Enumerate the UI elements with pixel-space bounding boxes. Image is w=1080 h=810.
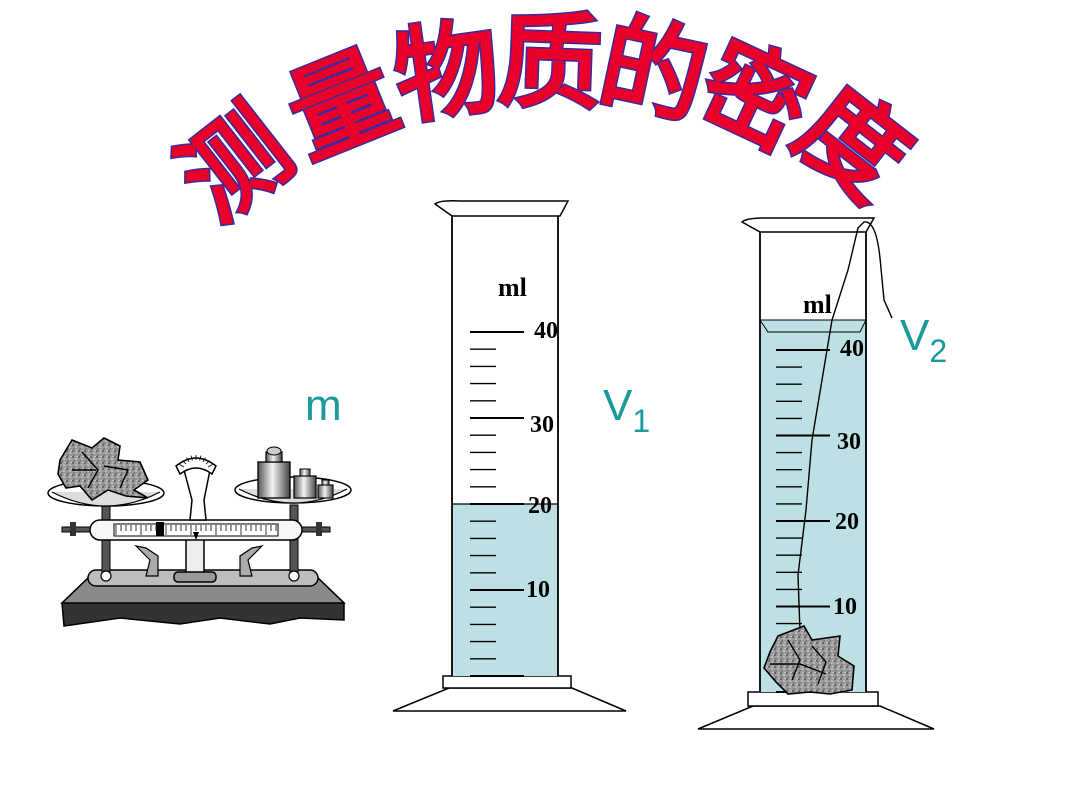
mass-symbol: m bbox=[305, 381, 342, 430]
cylinder-2-label-10: 10 bbox=[833, 594, 857, 620]
balance-scale bbox=[47, 437, 352, 627]
dial-tick bbox=[199, 455, 202, 461]
cylinder-2-label-20: 20 bbox=[835, 509, 859, 535]
cylinder-2-water bbox=[760, 320, 866, 692]
title-char-3: 物 bbox=[387, 5, 507, 140]
dial-tick bbox=[179, 464, 185, 468]
cylinder-1-scale bbox=[470, 331, 524, 677]
cylinder-1-label-10: 10 bbox=[526, 577, 550, 603]
volume-2-symbol: V2 bbox=[900, 311, 947, 369]
graduated-cylinder-2: ml 40 30 20 10 bbox=[697, 217, 935, 730]
dial-tick bbox=[205, 460, 210, 465]
graduated-cylinder-1: ml 40 30 20 10 bbox=[392, 200, 627, 712]
dial-tick bbox=[202, 457, 206, 463]
dial-tick bbox=[207, 464, 213, 468]
cylinder-1-label-20: 20 bbox=[528, 493, 552, 519]
cylinder-2-unit: ml bbox=[803, 290, 832, 319]
cylinder-1-unit: ml bbox=[498, 273, 527, 302]
thread bbox=[797, 221, 893, 633]
dial-tick bbox=[190, 455, 193, 461]
cylinder-2-label-40: 40 bbox=[840, 336, 864, 362]
cylinder-1-label-30: 30 bbox=[530, 412, 554, 438]
beam-scale bbox=[115, 525, 277, 535]
cylinder-1-label-40: 40 bbox=[534, 318, 558, 344]
volume-1-symbol: V1 bbox=[603, 381, 650, 439]
title-char-4: 质 bbox=[496, 0, 604, 125]
rock-on-pan bbox=[57, 437, 149, 502]
rock-in-cylinder bbox=[763, 625, 855, 695]
dial-tick bbox=[186, 457, 190, 463]
title-char-5: 的 bbox=[590, 0, 717, 141]
weights bbox=[257, 446, 334, 499]
cylinder-2-label-30: 30 bbox=[837, 429, 861, 455]
dial-tick bbox=[182, 460, 187, 465]
